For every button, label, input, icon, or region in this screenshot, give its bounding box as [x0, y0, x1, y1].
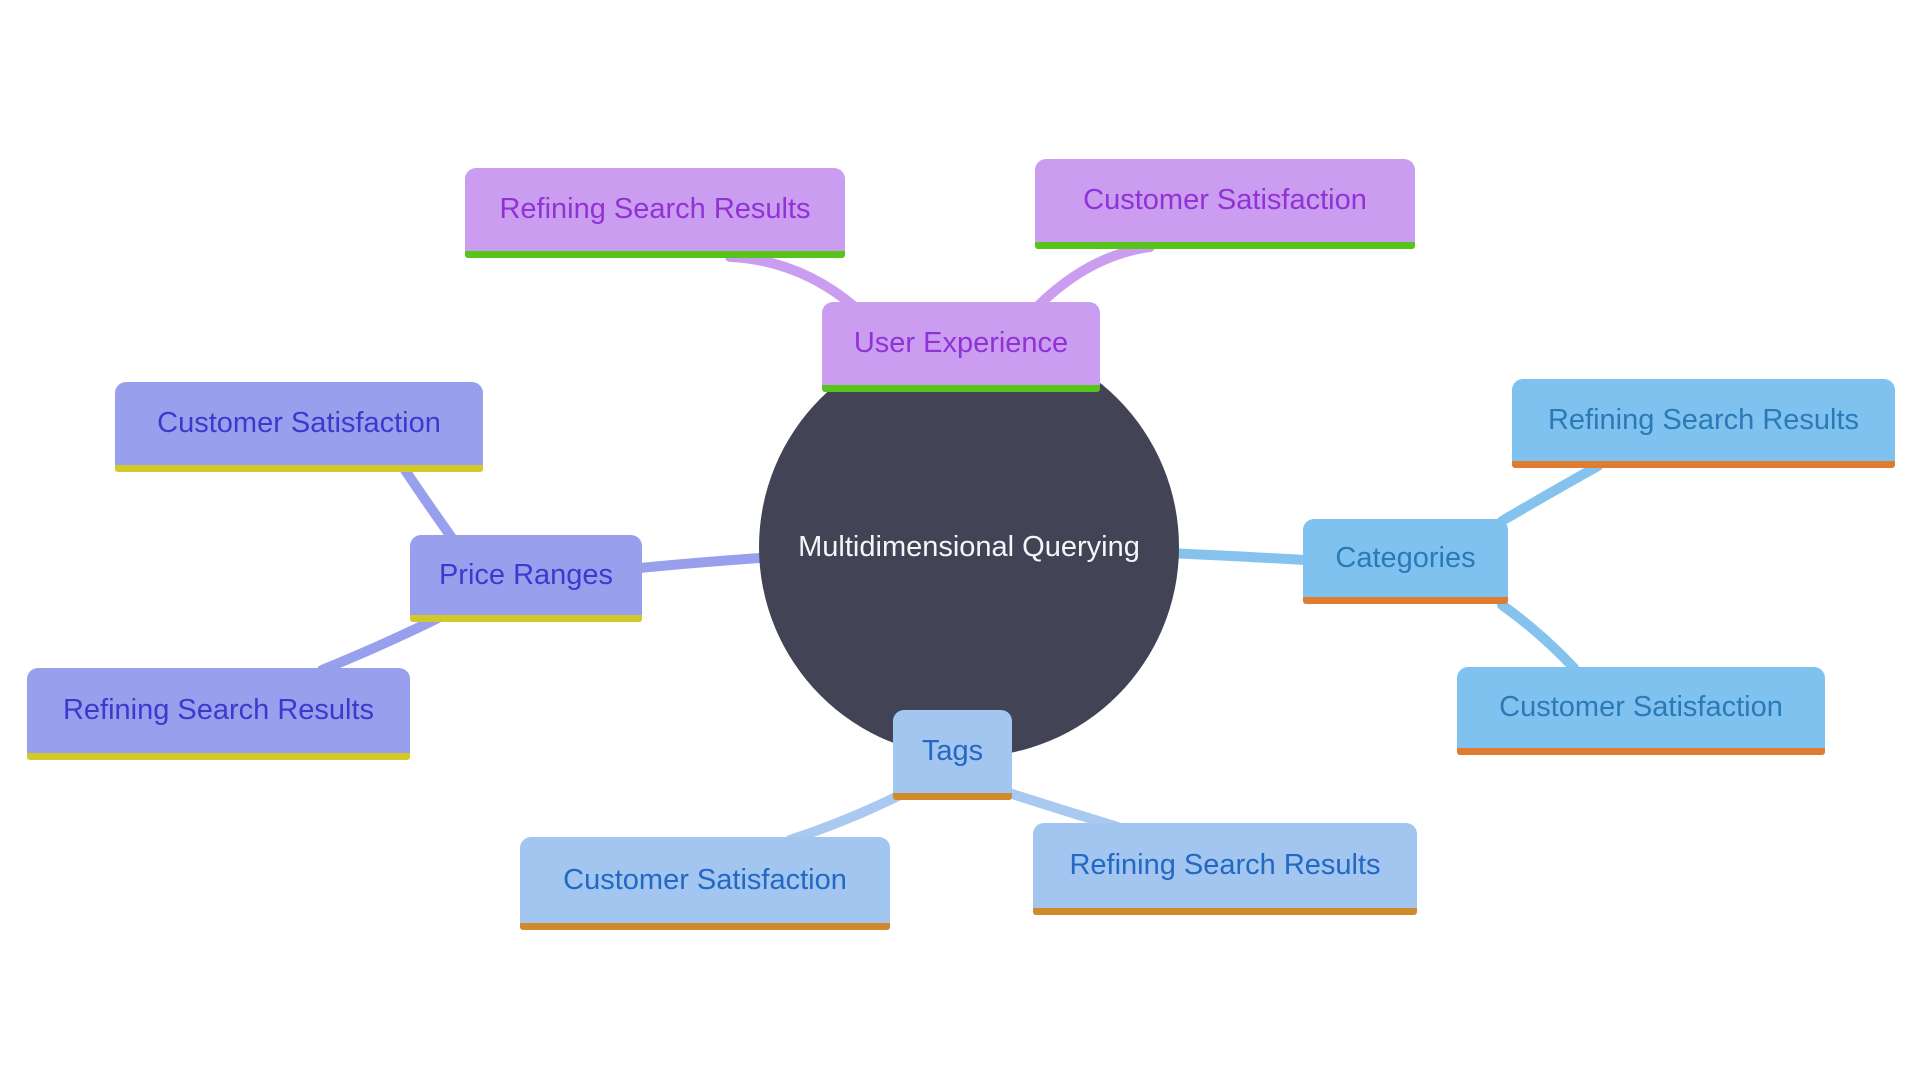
child-node-price-ranges-customer-satisfaction: Customer Satisfaction — [115, 382, 483, 472]
branch-node-user-experience: User Experience — [822, 302, 1100, 392]
branch-node-categories: Categories — [1303, 519, 1508, 604]
edge-categories-to-customer-satisfaction — [1497, 600, 1579, 673]
root-node-label: Multidimensional Querying — [798, 530, 1140, 563]
branch-node-label: User Experience — [853, 327, 1069, 359]
edge-customer-satisfaction-to-price-ranges — [400, 465, 457, 543]
child-node-label: Refining Search Results — [1069, 849, 1381, 881]
child-node-label: Customer Satisfaction — [563, 863, 847, 896]
child-node-label: Customer Satisfaction — [1499, 691, 1783, 723]
branch-node-label: Price Ranges — [438, 558, 614, 591]
edge-price-ranges-to-refining-search-results — [317, 613, 443, 675]
branch-node-label: Categories — [1335, 541, 1476, 574]
edge-tags-to-customer-satisfaction — [785, 789, 907, 845]
child-node-label: Customer Satisfaction — [157, 407, 441, 439]
child-node-label: Customer Satisfaction — [1083, 184, 1367, 216]
branch-node-price-ranges: Price Ranges — [410, 535, 642, 622]
child-node-categories-customer-satisfaction: Customer Satisfaction — [1457, 667, 1825, 755]
child-node-categories-refining-search-results: Refining Search Results — [1512, 379, 1895, 468]
root-node-multidimensional-querying: Multidimensional Querying — [759, 337, 1179, 757]
child-node-tags-refining-search-results: Refining Search Results — [1033, 823, 1417, 915]
edge-customer-satisfaction-to-user-experience — [1033, 242, 1155, 311]
child-node-label: Refining Search Results — [499, 193, 811, 225]
child-node-tags-customer-satisfaction: Customer Satisfaction — [520, 837, 890, 930]
edge-categories-to-refining-search-results — [1497, 461, 1603, 526]
edge-refining-search-results-to-user-experience — [725, 252, 861, 313]
edge-tags-to-refining-search-results — [1001, 787, 1123, 832]
child-node-label: Refining Search Results — [62, 694, 375, 726]
child-node-label: Refining Search Results — [1547, 403, 1860, 436]
child-node-user-experience-customer-satisfaction: Customer Satisfaction — [1035, 159, 1415, 249]
branch-node-tags: Tags — [893, 710, 1012, 800]
child-node-user-experience-refining-search-results: Refining Search Results — [465, 168, 845, 258]
child-node-price-ranges-refining-search-results: Refining Search Results — [27, 668, 410, 760]
branch-node-label: Tags — [921, 735, 984, 767]
